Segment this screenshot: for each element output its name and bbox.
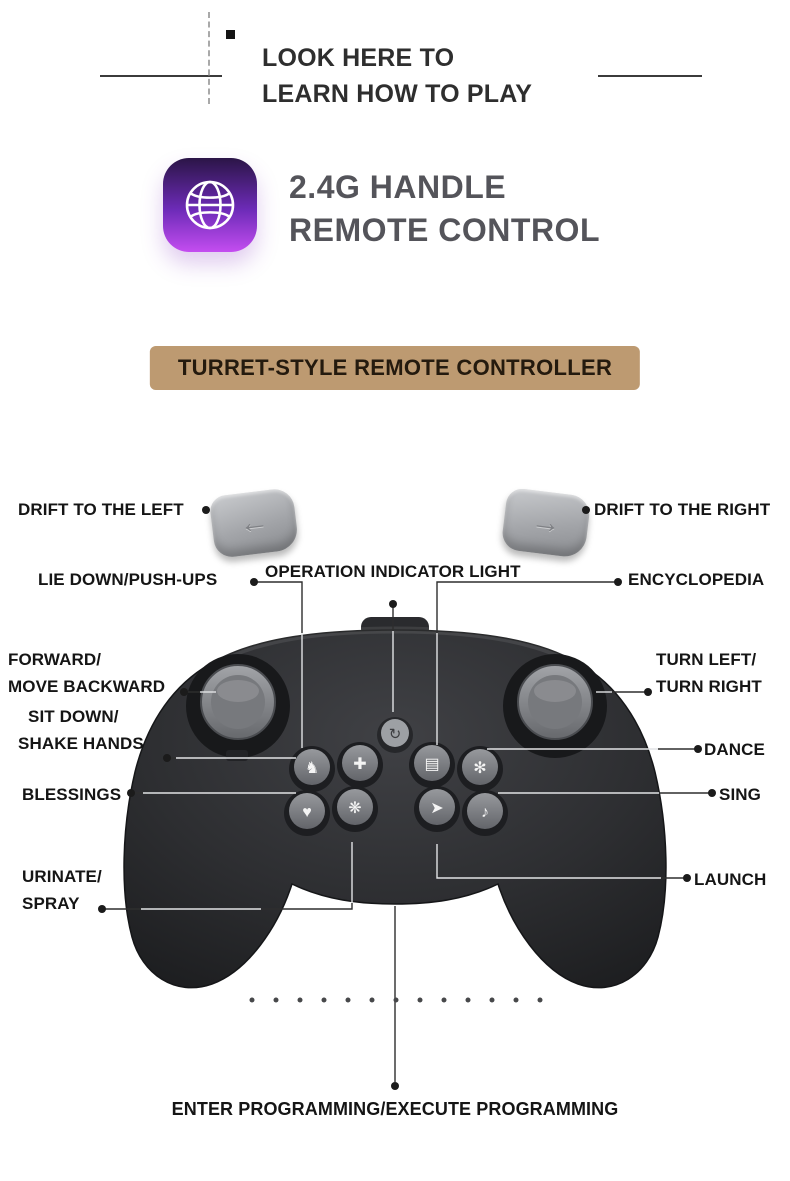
callout-blessings: BLESSINGS — [22, 785, 122, 804]
dot-programming — [391, 1082, 399, 1090]
globe-icon — [185, 180, 235, 230]
encyclopedia-icon: ▤ — [424, 756, 439, 773]
dot-encyclopedia — [614, 578, 622, 586]
launch-icon: ➤ — [430, 800, 443, 817]
lie-down-button: ♞ — [289, 746, 335, 792]
callout-programming: ENTER PROGRAMMING/EXECUTE PROGRAMMING — [171, 1099, 619, 1119]
sing-icon: ♪ — [481, 804, 489, 821]
header-left-line — [100, 75, 222, 77]
callout-turn-line1: TURN LEFT/ — [656, 650, 757, 669]
callout-sit-line1: SIT DOWN/ — [28, 707, 119, 726]
dot-dance — [694, 745, 702, 753]
dance-button: ✻ — [457, 746, 503, 792]
callout-drift-right: DRIFT TO THE RIGHT — [594, 500, 771, 519]
urinate-icon: ❋ — [348, 800, 361, 817]
header-marker — [226, 30, 235, 39]
callout-sing: SING — [719, 785, 761, 804]
product-title: 2.4G HANDLE REMOTE CONTROL — [289, 166, 600, 252]
dot-lie-down — [250, 578, 258, 586]
callout-encyclopedia: ENCYCLOPEDIA — [628, 570, 765, 589]
urinate-button: ❋ — [332, 786, 378, 832]
left-arrow-icon: ← — [237, 504, 271, 541]
blessings-icon: ♥ — [302, 804, 312, 821]
launch-button: ➤ — [414, 786, 460, 832]
subtitle-badge: TURRET-STYLE REMOTE CONTROLLER — [149, 346, 641, 390]
encyclopedia-button: ▤ — [409, 742, 455, 788]
dot-sing — [708, 789, 716, 797]
callout-operation-indicator: OPERATION INDICATOR LIGHT — [265, 562, 521, 581]
header-right-line — [598, 75, 702, 77]
app-icon — [163, 158, 257, 252]
sit-button: ✚ — [337, 742, 383, 788]
header-dashed-line — [208, 12, 210, 104]
right-joystick — [517, 664, 593, 740]
callout-forward-line2: MOVE BACKWARD — [8, 677, 166, 696]
left-stick-tab — [226, 750, 248, 761]
header: LOOK HERE TO LEARN HOW TO PLAY — [262, 40, 532, 112]
dot-indicator — [389, 600, 397, 608]
callout-dance: DANCE — [704, 740, 765, 759]
callout-urinate-line1: URINATE/ — [22, 867, 102, 886]
callout-sit-line2: SHAKE HANDS — [18, 734, 144, 753]
dot-launch — [683, 874, 691, 882]
callout-urinate-line2: SPRAY — [22, 894, 80, 913]
right-arrow-icon: → — [529, 504, 563, 541]
callout-turn-line2: TURN RIGHT — [656, 677, 762, 696]
controller-top-highlight — [213, 626, 577, 666]
sit-icon: ✚ — [353, 756, 366, 773]
sing-button: ♪ — [462, 790, 508, 836]
page-title-line1: LOOK HERE TO — [262, 44, 455, 72]
callout-forward: FORWARD/ MOVE BACKWARD — [8, 646, 165, 700]
callout-urinate: URINATE/ SPRAY — [22, 863, 102, 917]
drift-right-shoulder-button: → — [500, 487, 592, 559]
indicator-button: ↻ — [377, 717, 413, 753]
left-joystick — [200, 664, 276, 740]
callout-launch: LAUNCH — [694, 870, 767, 889]
blessings-button: ♥ — [284, 790, 330, 836]
dot-drift-left — [202, 506, 210, 514]
dance-icon: ✻ — [473, 760, 486, 777]
callout-turn: TURN LEFT/ TURN RIGHT — [656, 646, 762, 700]
product-title-line2: REMOTE CONTROL — [289, 212, 600, 248]
product-title-line1: 2.4G HANDLE — [289, 169, 507, 205]
callout-lie-down: LIE DOWN/PUSH-UPS — [38, 570, 218, 589]
page-title-line2: LEARN HOW TO PLAY — [262, 80, 533, 108]
callout-drift-left: DRIFT TO THE LEFT — [18, 500, 184, 519]
callout-forward-line1: FORWARD/ — [8, 650, 102, 669]
lie-down-icon: ♞ — [305, 760, 319, 777]
controller-illustration: ↻ ♞ ✚ ♥ ❋ ▤ ✻ ➤ ♪ — [123, 617, 667, 989]
drift-left-shoulder-button: ← — [208, 487, 300, 559]
indicator-button-glyph: ↻ — [389, 726, 402, 743]
callout-sit: SIT DOWN/ SHAKE HANDS — [18, 703, 144, 757]
